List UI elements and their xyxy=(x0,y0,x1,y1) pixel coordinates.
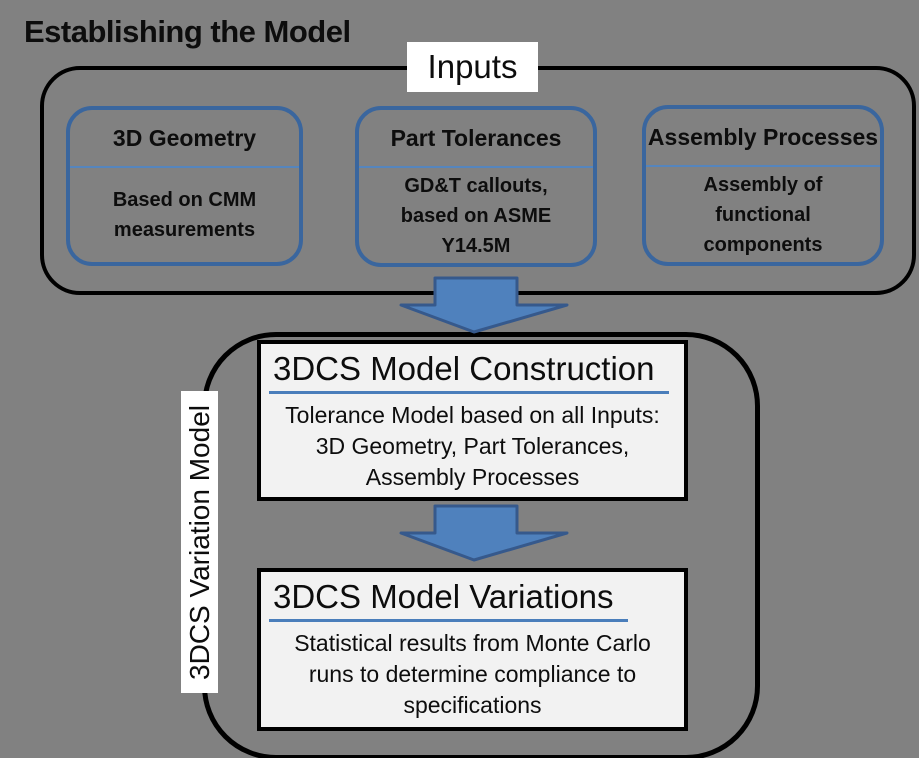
variation-side-label: 3DCS Variation Model xyxy=(181,391,218,693)
step-body: Statistical results from Monte Carlo run… xyxy=(294,630,651,718)
step-title: 3DCS Model Construction xyxy=(269,348,669,394)
input-box-body-text: Based on CMM measurements xyxy=(112,189,257,241)
input-box-body: Assembly of functional components xyxy=(646,167,880,262)
down-arrow-icon xyxy=(399,504,569,562)
input-box-body-text: Assembly of functional components xyxy=(703,173,823,256)
input-box-3d-geometry: 3D Geometry Based on CMM measurements xyxy=(66,106,303,266)
input-box-part-tolerances: Part Tolerances GD&T callouts, based on … xyxy=(355,106,597,267)
input-box-body-text: GD&T callouts, based on ASME Y14.5M xyxy=(400,174,552,257)
input-box-title: Part Tolerances xyxy=(359,110,593,168)
step-title: 3DCS Model Variations xyxy=(269,576,628,622)
variation-side-label-text: 3DCS Variation Model xyxy=(184,404,215,680)
step-box-model-construction: 3DCS Model Construction Tolerance Model … xyxy=(257,340,688,501)
slide-title: Establishing the Model xyxy=(24,14,351,49)
step-body: Tolerance Model based on all Inputs: 3D … xyxy=(285,402,660,490)
input-box-assembly-processes: Assembly Processes Assembly of functiona… xyxy=(642,105,884,266)
inputs-group-label: Inputs xyxy=(407,42,538,92)
step-box-model-variations: 3DCS Model Variations Statistical result… xyxy=(257,568,688,731)
input-box-title: Assembly Processes xyxy=(646,109,880,167)
down-arrow-icon xyxy=(399,276,569,334)
inputs-group-label-text: Inputs xyxy=(427,48,518,85)
input-box-title: 3D Geometry xyxy=(70,110,299,168)
input-box-body: GD&T callouts, based on ASME Y14.5M xyxy=(359,168,593,263)
input-box-body: Based on CMM measurements xyxy=(70,168,299,262)
